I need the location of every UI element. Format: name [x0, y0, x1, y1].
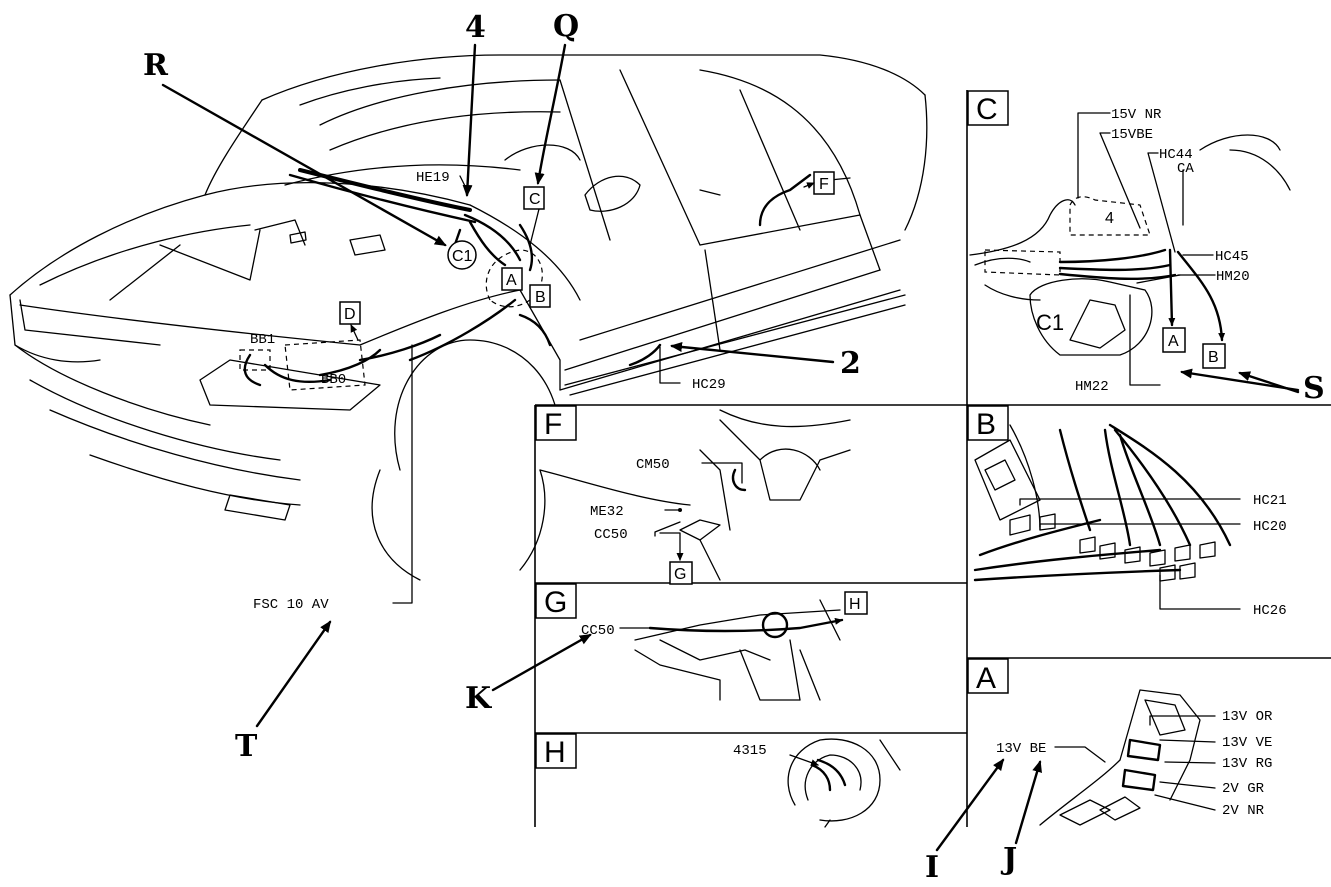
panel-g-cc50: CC50: [581, 623, 615, 639]
panel-h-title: H: [544, 736, 566, 769]
label-he19: HE19: [416, 170, 450, 186]
panel-c-hm20: HM20: [1216, 269, 1250, 285]
panel-f-title: F: [544, 408, 562, 441]
callout-2: 2: [840, 346, 861, 381]
panel-a-2v-nr: 2V NR: [1222, 803, 1265, 819]
panel-b-title: B: [976, 408, 996, 441]
panel-a-2v-gr: 2V GR: [1222, 781, 1265, 797]
panel-h: H 4315: [535, 733, 901, 828]
panel-g-tag-h: H: [849, 596, 861, 613]
panel-a-13v-or: 13V OR: [1222, 709, 1273, 725]
panel-b-hc21: HC21: [1253, 493, 1287, 509]
tag-b-box: [529, 284, 551, 308]
panel-c-num4: 4: [1105, 210, 1114, 227]
panel-c-15v-nr: 15V NR: [1111, 107, 1162, 123]
panel-f-cm50: CM50: [636, 457, 670, 473]
panel-f-tag-g: G: [674, 566, 686, 583]
panel-a-13v-be: 13V BE: [996, 741, 1046, 757]
panel-c-15vbe: 15VBE: [1111, 127, 1153, 143]
panel-c-title: C: [976, 93, 998, 126]
callout-r: R: [143, 48, 169, 83]
callout-q: Q: [553, 9, 579, 44]
label-hc29: HC29: [692, 377, 726, 393]
panel-f: F CM50 ME32 CC50 G: [535, 405, 851, 585]
label-bb1: BB1: [250, 332, 275, 348]
panel-c-hm22: HM22: [1075, 379, 1109, 395]
panel-c-hc45: HC45: [1215, 249, 1249, 265]
panel-c-c1: C1: [1036, 310, 1064, 335]
panel-f-cc50: CC50: [594, 527, 628, 543]
panel-c-tag-a: A: [1168, 333, 1179, 350]
tag-c-box: [523, 186, 545, 210]
callout-i: I: [925, 850, 939, 885]
tag-c: C: [529, 191, 541, 208]
panel-a: A 13V OR 13V VE 13V RG 2V GR 2V NR 13V B…: [967, 658, 1273, 826]
car-illustration: [9, 54, 928, 581]
harness-wires: [239, 168, 812, 391]
panel-c-hc44: HC44: [1159, 147, 1193, 163]
c1-marker: [447, 240, 477, 270]
panel-b-hc20: HC20: [1253, 519, 1287, 535]
panel-g: G CC50 H: [535, 583, 868, 701]
panel-f-me32: ME32: [590, 504, 624, 520]
panel-c-tag-b: B: [1208, 349, 1219, 366]
panel-a-13v-ve: 13V VE: [1222, 735, 1272, 751]
tag-d: D: [344, 306, 356, 323]
panel-a-title: A: [976, 662, 996, 695]
callout-4: 4: [465, 10, 486, 45]
callouts: 4 Q R 2 T K I J S: [143, 9, 1325, 885]
panel-b-hc26: HC26: [1253, 603, 1287, 619]
panel-b: B HC21 HC20 HC26: [967, 405, 1287, 619]
panel-c-ca: CA: [1177, 161, 1194, 177]
callout-j: J: [1000, 842, 1017, 877]
tag-b: B: [535, 289, 546, 306]
callout-t: T: [235, 729, 258, 764]
callout-s: S: [1303, 371, 1325, 406]
label-bb0: BB0: [321, 372, 346, 388]
callout-k: K: [465, 681, 492, 716]
tag-f: F: [819, 176, 829, 193]
panel-g-title: G: [544, 586, 567, 619]
label-fsc: FSC 10 AV: [253, 597, 329, 613]
panel-frames: [534, 90, 1331, 827]
label-c1: C1: [452, 248, 473, 265]
tag-a-box: [501, 267, 523, 291]
panel-c: C 4 C1 A B 15V NR 15VBE HC44 CA HC45: [967, 90, 1291, 395]
tag-d-box: [339, 301, 361, 325]
panel-a-13v-rg: 13V RG: [1222, 756, 1272, 772]
tag-a: A: [506, 272, 517, 289]
panel-h-4315: 4315: [733, 743, 767, 759]
